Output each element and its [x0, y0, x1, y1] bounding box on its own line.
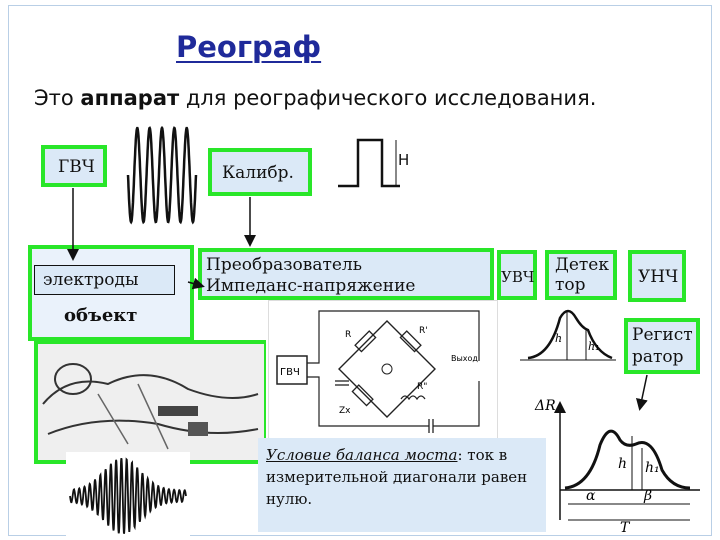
- bridge-label-gvch: ГВЧ: [280, 367, 300, 378]
- detector-block: Детек тор: [545, 250, 617, 300]
- converter-line2: Импеданс-напряжение: [206, 276, 416, 296]
- electrodes-label: электроды: [43, 270, 139, 290]
- calib-block: Калибр.: [208, 148, 312, 196]
- page-title: Реограф: [176, 30, 322, 64]
- slide-frame: [8, 5, 712, 536]
- small-pulse-curve: [527, 309, 613, 360]
- uvch-label: УВЧ: [501, 268, 535, 286]
- uvch-block: УВЧ: [497, 250, 537, 300]
- calib-label: Калибр.: [222, 163, 294, 183]
- calib-pulse-label: Н: [398, 151, 409, 169]
- modulated-waveform: [66, 452, 190, 538]
- recorder-line2: ратор: [632, 347, 684, 367]
- patient-photo-sketch: [42, 363, 259, 450]
- patient-photo: [38, 344, 264, 460]
- bridge-label-r1: R': [419, 326, 428, 336]
- converter-line1: Преобразователь: [206, 255, 362, 275]
- bridge-circuit-svg: ГВЧ R R' Zx R" Выход: [276, 310, 480, 433]
- arrow-electrodes-converter: [187, 277, 205, 290]
- subtitle-after: для реографического исследования.: [179, 86, 597, 110]
- subtitle: Это аппарат для реографического исследов…: [34, 86, 596, 110]
- object-label: объект: [64, 305, 138, 326]
- unch-label: УНЧ: [638, 267, 679, 287]
- detector-line2: тор: [555, 275, 586, 295]
- arrow-recorder-chart: [635, 374, 648, 411]
- rheogram-curve: [564, 429, 691, 490]
- note-rest: : ток в измерительной диагонали равен ну…: [266, 446, 528, 508]
- recorder-block: Регист ратор: [624, 318, 700, 374]
- small-pulse-h-label: h: [555, 332, 562, 345]
- note-underlined: Условие баланса моста: [266, 446, 458, 464]
- bridge-label-r2: R": [417, 382, 427, 392]
- bridge-label-r: R: [345, 330, 351, 340]
- subtitle-bold: аппарат: [80, 86, 180, 110]
- rheogram-h-label: h: [618, 456, 627, 472]
- gvch-label: ГВЧ: [58, 157, 95, 177]
- modulated-waveform-svg: [69, 457, 187, 534]
- rheogram-beta-label: β: [643, 488, 652, 504]
- rheogram-alpha-label: α: [586, 488, 596, 504]
- recorder-line1: Регист: [632, 325, 693, 345]
- bridge-label-output: Выход: [451, 354, 478, 363]
- detector-line1: Детек: [555, 255, 609, 275]
- subtitle-before: Это: [34, 86, 81, 110]
- rheogram-h1-label: h₁: [645, 460, 660, 476]
- electrodes-block: электроды: [34, 265, 175, 295]
- rheogram-axis-label: ΔR: [534, 398, 556, 414]
- rheogram-t-label: T: [620, 520, 631, 536]
- gvch-block: ГВЧ: [41, 145, 107, 187]
- bridge-label-zx: Zx: [339, 406, 351, 416]
- balance-note: Условие баланса моста: ток в измерительн…: [258, 438, 546, 532]
- small-pulse-h1-label: h₁: [588, 340, 600, 353]
- unch-block: УНЧ: [628, 250, 686, 302]
- converter-block: Преобразователь Импеданс-напряжение: [198, 248, 494, 300]
- bridge-circuit: ГВЧ R R' Zx R" Выход: [268, 300, 498, 442]
- modulated-waveform-path: [69, 457, 187, 534]
- calib-pulse: [338, 138, 400, 188]
- hf-signal: [126, 125, 198, 225]
